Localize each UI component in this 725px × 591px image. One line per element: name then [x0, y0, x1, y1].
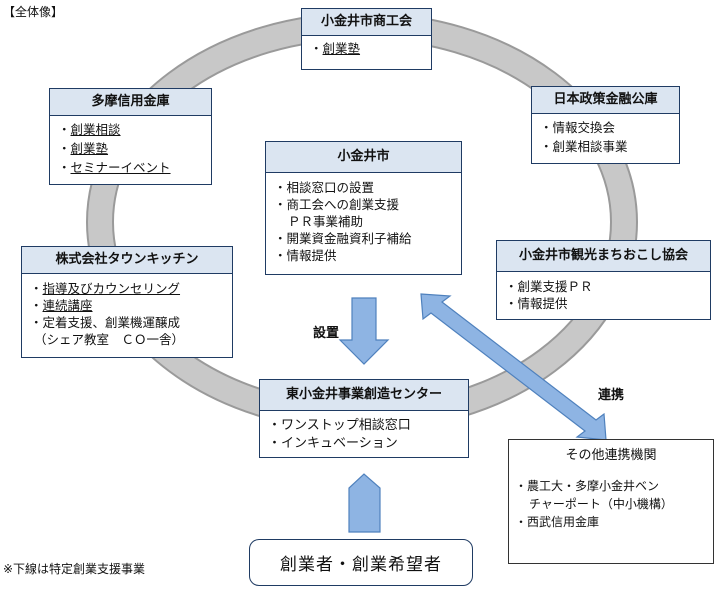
- list-item: 創業相談事業: [540, 137, 671, 156]
- list-item: 指導及びカウンセリング: [30, 280, 224, 297]
- node-items: ワンストップ相談窓口 インキュベーション: [260, 411, 468, 457]
- list-item: 西武信用金庫: [515, 513, 707, 531]
- node-shoko: 小金井市商工会 創業塾: [301, 8, 432, 70]
- list-item: 創業相談: [58, 120, 203, 139]
- setup-arrow: [338, 297, 390, 365]
- node-title: その他連携機関: [565, 448, 657, 463]
- list-item: セミナーイベント: [58, 158, 203, 177]
- node-title: 日本政策金融公庫: [532, 87, 679, 114]
- node-title: 小金井市商工会: [302, 9, 431, 36]
- list-item: 情報提供: [274, 247, 453, 264]
- list-item: 商工会への創業支援: [274, 196, 453, 213]
- list-item: 情報提供: [505, 295, 702, 312]
- list-item: 連続講座: [30, 297, 224, 314]
- node-items: 創業相談 創業塾 セミナーイベント: [50, 116, 211, 181]
- list-item: 情報交換会: [540, 118, 671, 137]
- footnote: ※下線は特定創業支援事業: [3, 562, 146, 576]
- node-town: 株式会社タウンキッチン 指導及びカウンセリング 連続講座 定着支援、創業機運醸成…: [21, 246, 233, 358]
- setup-label: 設置: [313, 326, 340, 341]
- node-items: 創業塾: [302, 36, 431, 61]
- page-label: 【全体像】: [3, 5, 64, 19]
- node-other: その他連携機関 農工大・多摩小金井ベン チャーポート（中小機構） 西武信用金庫: [508, 439, 714, 564]
- node-items: 指導及びカウンセリング 連続講座 定着支援、創業機運醸成 （シェア教室 ＣＯ一舎…: [22, 274, 232, 352]
- list-item: 相談窓口の設置: [274, 179, 453, 196]
- list-item: 定着支援、創業機運醸成: [30, 314, 224, 331]
- node-items: 創業支援ＰＲ 情報提供: [497, 272, 710, 316]
- node-city: 小金井市 相談窓口の設置 商工会への創業支援 ＰＲ事業補助 開業資金融資利子補給…: [265, 141, 462, 275]
- node-title: 東小金井事業創造センター: [260, 380, 468, 411]
- node-title: 小金井市観光まちおこし協会: [497, 241, 710, 272]
- node-title: 創業者・創業希望者: [280, 555, 442, 575]
- node-center: 東小金井事業創造センター ワンストップ相談窓口 インキュベーション: [259, 379, 469, 458]
- node-kanko: 小金井市観光まちおこし協会 創業支援ＰＲ 情報提供: [496, 240, 711, 320]
- list-item: 開業資金融資利子補給: [274, 230, 453, 247]
- list-item: ＰＲ事業補助: [288, 214, 364, 229]
- node-items: 情報交換会 創業相談事業: [532, 114, 679, 160]
- node-founders: 創業者・創業希望者: [249, 539, 473, 586]
- list-item: インキュベーション: [268, 435, 460, 453]
- list-item: チャーポート（中小機構）: [529, 497, 673, 511]
- node-items: 相談窓口の設置 商工会への創業支援 ＰＲ事業補助 開業資金融資利子補給 情報提供: [266, 173, 461, 268]
- renkei-label: 連携: [598, 388, 625, 403]
- node-title: 多摩信用金庫: [50, 89, 211, 116]
- list-item: （シェア教室 ＣＯ一舎）: [34, 332, 185, 347]
- node-title: 株式会社タウンキッチン: [22, 247, 232, 274]
- list-item: 創業塾: [310, 40, 423, 57]
- list-item: ワンストップ相談窓口: [268, 417, 460, 435]
- node-items: 農工大・多摩小金井ベン チャーポート（中小機構） 西武信用金庫: [509, 463, 713, 531]
- list-item: 創業塾: [58, 139, 203, 158]
- node-tama: 多摩信用金庫 創業相談 創業塾 セミナーイベント: [49, 88, 212, 185]
- list-item: 農工大・多摩小金井ベン: [515, 477, 707, 495]
- node-jfc: 日本政策金融公庫 情報交換会 創業相談事業: [531, 86, 680, 164]
- node-title: 小金井市: [266, 142, 461, 173]
- founders-up-arrow: [348, 473, 381, 533]
- list-item: 創業支援ＰＲ: [505, 278, 702, 295]
